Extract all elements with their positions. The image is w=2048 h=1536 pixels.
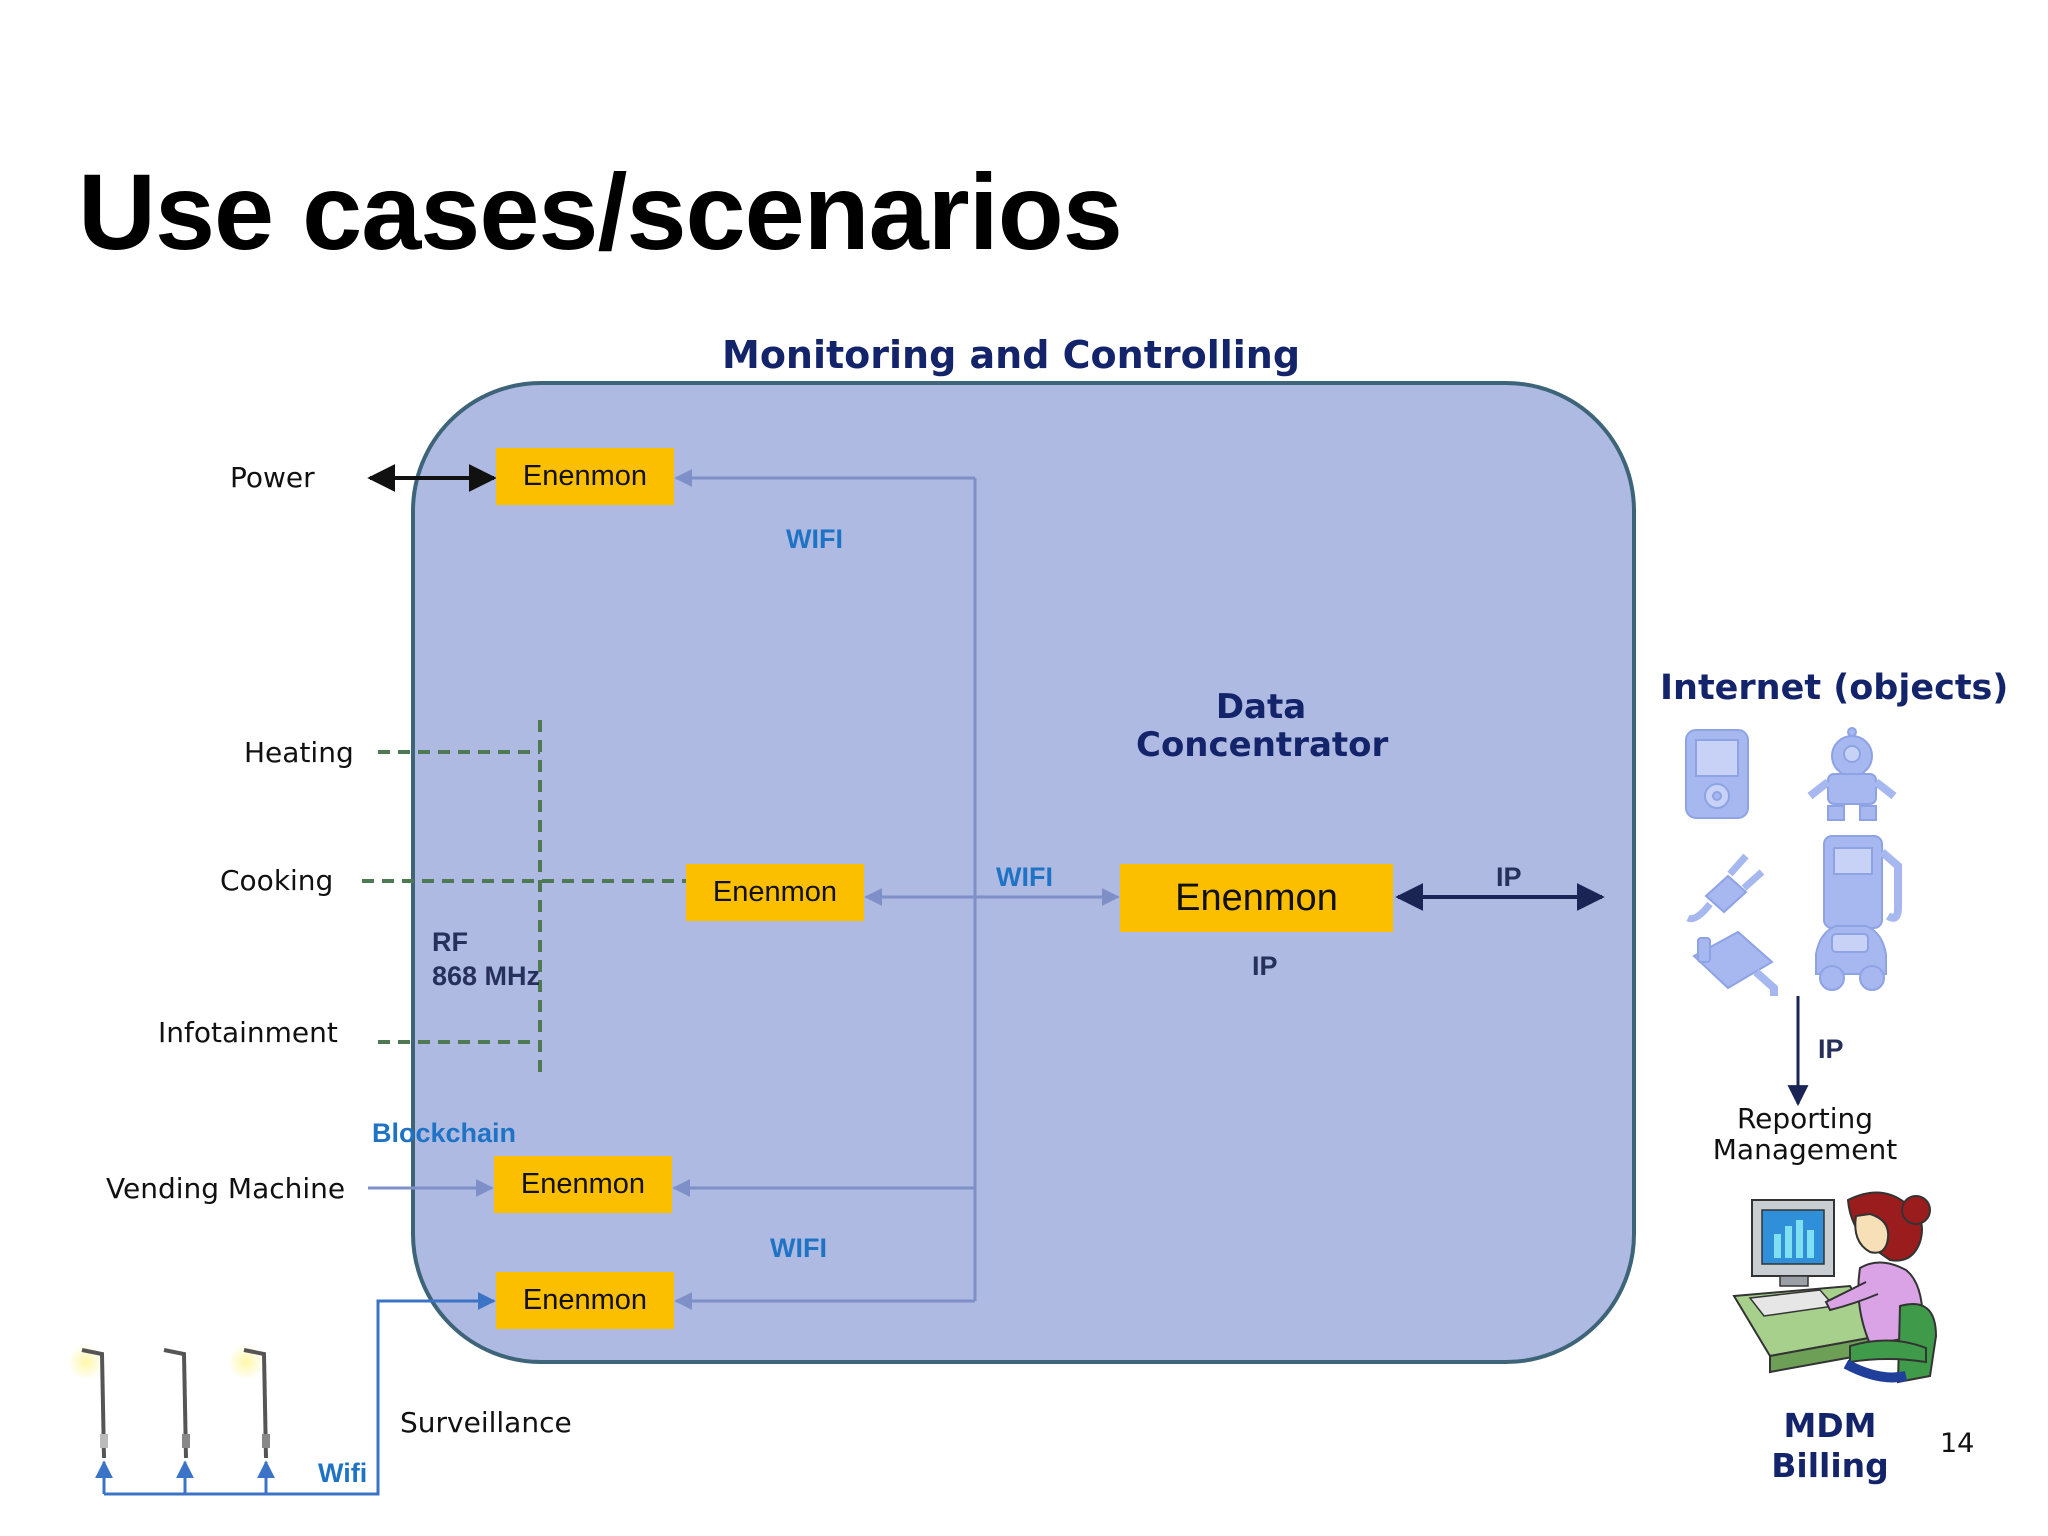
wifi-label-bottom: WIFI	[770, 1233, 827, 1263]
node-label: Enenmon	[520, 1168, 646, 1200]
node-label: Enenmon	[1175, 876, 1338, 919]
internet-objects-icons	[1685, 727, 1902, 996]
node-label: Enenmon	[712, 876, 838, 908]
ip-label-reporting: IP	[1818, 1034, 1844, 1064]
data-concentrator-label: Data Concentrator	[1136, 687, 1389, 765]
input-power: Power	[230, 461, 315, 494]
ip-label-concentrator: IP	[1252, 951, 1278, 981]
internet-objects-header: Internet (objects)	[1660, 668, 2009, 708]
street-lamp-icon	[163, 1348, 190, 1459]
wifi-label-top: WIFI	[786, 524, 843, 554]
car-icon	[1815, 925, 1887, 991]
input-cooking: Cooking	[220, 864, 334, 897]
input-heating: Heating	[244, 736, 354, 769]
enenmon-node-surveillance: Enenmon	[496, 1272, 674, 1329]
plug-icon	[1686, 853, 1765, 923]
input-vending-machine: Vending Machine	[106, 1172, 346, 1205]
blockchain-label: Blockchain	[372, 1118, 517, 1148]
media-player-icon	[1685, 729, 1749, 819]
ip-label-internet: IP	[1496, 862, 1522, 892]
input-surveillance: Surveillance	[400, 1406, 572, 1439]
wifi-label-lamps: Wifi	[318, 1458, 368, 1488]
street-lamp-icon	[68, 1344, 108, 1459]
input-infotainment: Infotainment	[158, 1016, 338, 1049]
enenmon-node-power: Enenmon	[496, 448, 674, 505]
security-camera-icon	[1692, 930, 1778, 996]
rf-label: RF	[432, 927, 468, 957]
page-number: 14	[1940, 1428, 1975, 1459]
fuel-pump-icon	[1823, 835, 1902, 929]
office-worker-computer-icon	[1732, 1191, 1938, 1384]
wifi-label-middle: WIFI	[996, 862, 1053, 892]
slide-title: Use cases/scenarios	[78, 151, 1123, 272]
street-lamp-icon	[228, 1344, 270, 1459]
monitoring-header: Monitoring and Controlling	[722, 333, 1301, 377]
enenmon-node-concentrator: Enenmon	[1120, 864, 1393, 932]
node-label: Enenmon	[522, 460, 648, 492]
reporting-management-label: Reporting Management	[1712, 1102, 1898, 1166]
mdm-billing-label: MDM Billing	[1771, 1406, 1889, 1485]
enenmon-node-vending: Enenmon	[494, 1156, 672, 1213]
enenmon-node-rf: Enenmon	[686, 864, 864, 921]
street-lamps	[68, 1344, 270, 1459]
rf-frequency-label: 868 MHz	[432, 961, 541, 991]
robot-icon	[1807, 727, 1897, 821]
node-label: Enenmon	[522, 1284, 648, 1316]
